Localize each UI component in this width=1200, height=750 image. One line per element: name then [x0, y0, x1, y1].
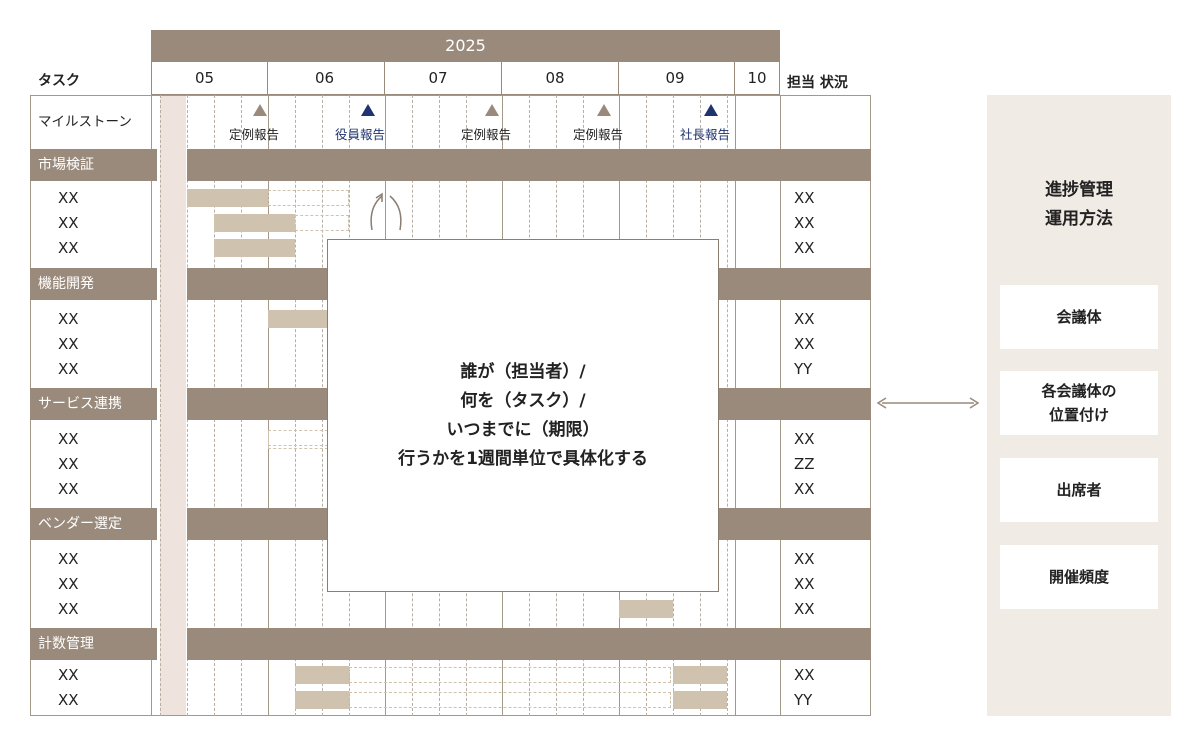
owner-value: XX — [794, 550, 815, 568]
task-bar-actual — [214, 214, 295, 232]
milestone-marker-regular — [253, 104, 267, 116]
milestone-row-label: マイルストーン — [38, 114, 132, 130]
milestone-marker-executive — [361, 104, 375, 116]
task-name: XX — [58, 691, 79, 709]
owner-value: XX — [794, 600, 815, 618]
owner-value: ZZ — [794, 455, 815, 473]
task-name: XX — [58, 550, 79, 568]
owner-value: XX — [794, 189, 815, 207]
task-bar-planned — [349, 667, 671, 683]
task-name: XX — [58, 430, 79, 448]
task-bar-actual — [187, 189, 268, 207]
milestone-label: 定例報告 — [573, 127, 624, 142]
grid-line — [160, 95, 161, 716]
owner-value: XX — [794, 430, 815, 448]
panel-item-meetings: 会議体 — [1000, 285, 1158, 349]
owner-value: XX — [794, 335, 815, 353]
month-05: 05 — [151, 62, 268, 95]
callout-line: 行うかを1週間単位で具体化する — [398, 448, 648, 469]
milestone-label: 定例報告 — [461, 127, 512, 142]
task-name: XX — [58, 600, 79, 618]
owner-value: XX — [794, 310, 815, 328]
section-band — [187, 628, 871, 660]
section-band — [187, 149, 871, 181]
section-header-market-validation: 市場検証 — [30, 149, 157, 181]
section-header-vendor-selection: ベンダー選定 — [30, 508, 157, 540]
milestone-marker-regular — [485, 104, 499, 116]
task-column-header: タスク — [38, 73, 80, 89]
owner-value: YY — [794, 360, 813, 378]
task-name: XX — [58, 214, 79, 232]
owner-value: XX — [794, 239, 815, 257]
task-bar-actual — [214, 239, 295, 257]
month-10: 10 — [735, 62, 780, 95]
cycle-arrows-icon — [370, 192, 402, 231]
owner-value: YY — [794, 691, 813, 709]
task-bar-actual — [673, 691, 727, 709]
task-name: XX — [58, 360, 79, 378]
task-name: XX — [58, 575, 79, 593]
owner-status-header: 担当 状況 — [787, 75, 848, 91]
milestone-label: 役員報告 — [335, 127, 386, 142]
panel-title: 進捗管理 運用方法 — [1045, 180, 1113, 229]
task-bar-planned — [349, 692, 671, 708]
callout-line: 何を（タスク）/ — [460, 390, 586, 411]
section-header-metrics: 計数管理 — [30, 628, 157, 660]
panel-item-attendees: 出席者 — [1000, 458, 1158, 522]
task-name: XX — [58, 480, 79, 498]
task-bar-actual — [295, 666, 349, 684]
task-name: XX — [58, 335, 79, 353]
milestone-marker-executive — [704, 104, 718, 116]
milestone-label: 定例報告 — [229, 127, 280, 142]
panel-item-meeting-roles: 各会議体の 位置付け — [1000, 371, 1158, 435]
panel-item-frequency: 開催頻度 — [1000, 545, 1158, 609]
owner-value: XX — [794, 214, 815, 232]
callout-line: 誰が（担当者）/ — [460, 361, 586, 382]
task-bar-planned — [295, 215, 349, 231]
task-name: XX — [58, 239, 79, 257]
month-06: 06 — [268, 62, 385, 95]
month-07: 07 — [385, 62, 502, 95]
owner-value: XX — [794, 480, 815, 498]
month-08: 08 — [502, 62, 619, 95]
year-header: 2025 — [151, 30, 780, 62]
owner-value: XX — [794, 666, 815, 684]
task-bar-planned — [268, 433, 328, 449]
task-bar-actual — [268, 310, 328, 328]
section-header-feature-dev: 機能開発 — [30, 268, 157, 300]
task-bar-actual — [295, 691, 349, 709]
task-name: XX — [58, 455, 79, 473]
explanation-callout: 誰が（担当者）/ 何を（タスク）/ いつまでに（期限） 行うかを1週間単位で具体… — [327, 239, 719, 592]
section-header-service-integration: サービス連携 — [30, 388, 157, 420]
task-bar-planned — [268, 190, 349, 206]
callout-line: いつまでに（期限） — [446, 419, 600, 440]
milestone-marker-regular — [597, 104, 611, 116]
task-name: XX — [58, 666, 79, 684]
task-bar-actual — [673, 666, 727, 684]
milestone-label: 社長報告 — [680, 127, 731, 142]
double-arrow-icon — [876, 397, 980, 409]
current-week-highlight — [160, 95, 186, 716]
task-bar-actual — [619, 600, 673, 618]
month-09: 09 — [619, 62, 735, 95]
task-name: XX — [58, 310, 79, 328]
task-name: XX — [58, 189, 79, 207]
owner-value: XX — [794, 575, 815, 593]
